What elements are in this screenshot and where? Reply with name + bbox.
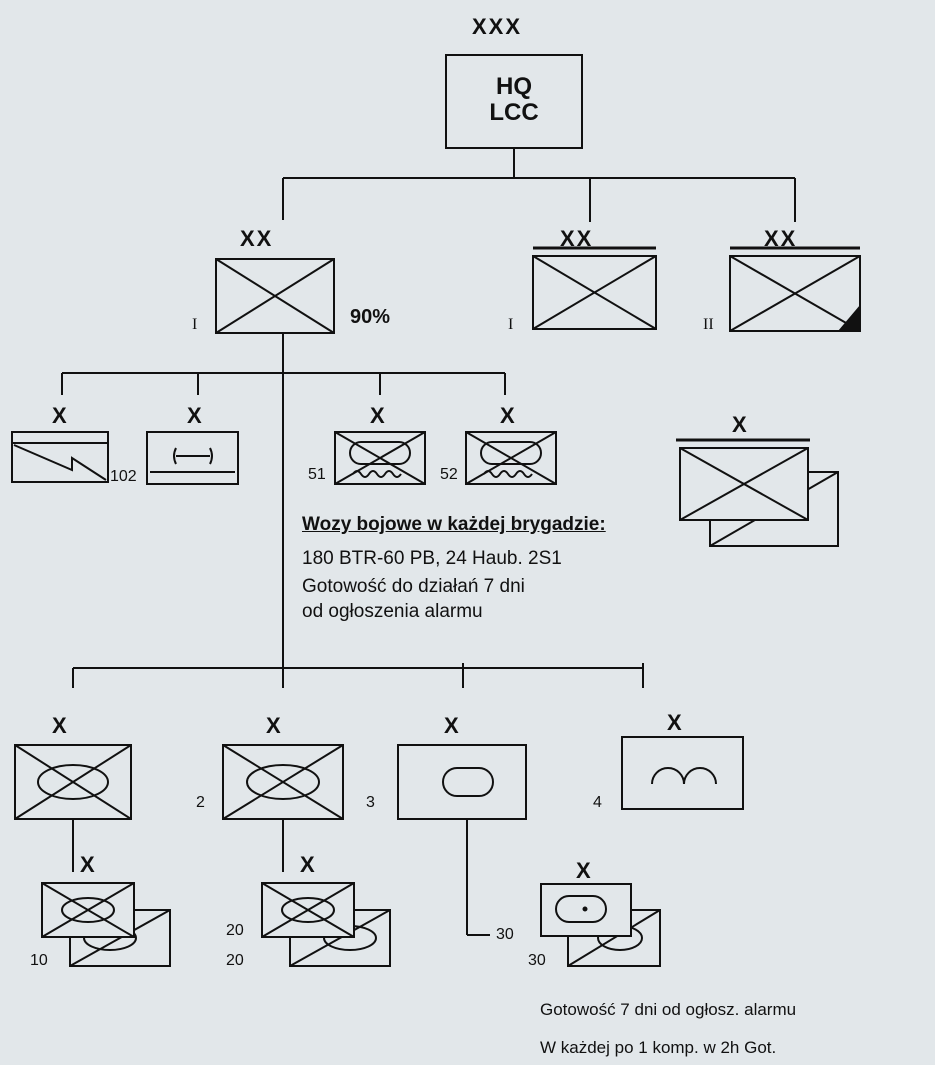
hq-line1: HQ (496, 73, 532, 100)
brigade-52-number: 52 (440, 466, 458, 483)
note-line2: Gotowość do działań 7 dni (302, 576, 525, 597)
division-3-roman: II (703, 316, 714, 333)
reserve-brigade-10-echelon: X (80, 852, 97, 877)
brigade-1-echelon: X (52, 713, 69, 738)
brigade-4-symbol (621, 736, 744, 810)
note-line3: od ogłoszenia alarmu (302, 601, 483, 622)
division-2-echelon: XX (560, 226, 594, 251)
signals-brigade-number: 102 (110, 468, 137, 485)
reserve-brigade-10-symbol (41, 882, 171, 967)
hq-symbol (445, 54, 583, 149)
brigade-3-link-number: 30 (496, 926, 514, 943)
reserve-brigade-20-echelon: X (300, 852, 317, 877)
reserve-brigade-stack-echelon: X (732, 412, 749, 437)
brigade-2-number: 2 (196, 794, 205, 811)
brigade-51-number: 51 (308, 466, 326, 483)
reserve-brigade-stack-symbol (676, 438, 839, 547)
division-1-roman: I (192, 316, 198, 333)
brigade-4-number: 4 (593, 794, 602, 811)
division-2-roman: I (508, 316, 514, 333)
division-1-strength: 90% (350, 306, 391, 328)
brigade-2-echelon: X (266, 713, 283, 738)
footer-line2: W każdej po 1 komp. w 2h Got. (540, 1038, 777, 1057)
connector-lines (61, 148, 796, 936)
division-1-symbol (215, 258, 335, 334)
reserve-brigade-20-number-b: 20 (226, 952, 244, 969)
brigade-52-echelon: X (500, 403, 517, 428)
reserve-brigade-10-number: 10 (30, 952, 48, 969)
brigade-51-echelon: X (370, 403, 387, 428)
division-3-echelon: XX (764, 226, 798, 251)
signals-brigade-symbol (11, 431, 109, 483)
maintenance-brigade-symbol (146, 431, 239, 485)
division-2-symbol (532, 246, 657, 330)
reserve-brigade-20-number: 20 (226, 922, 244, 939)
hq-line2: LCC (489, 99, 539, 126)
brigade-3-symbol (397, 744, 527, 820)
reserve-brigade-30-echelon: X (576, 858, 593, 883)
brigade-3-echelon: X (444, 713, 461, 738)
hq-echelon: XXX (472, 14, 523, 39)
division-3-symbol (729, 246, 861, 332)
division-1-echelon: XX (240, 226, 274, 251)
brigade-4-echelon: X (667, 710, 684, 735)
reserve-brigade-20-symbol (261, 882, 391, 967)
brigade-1-symbol (14, 744, 132, 820)
reserve-brigade-30-number: 30 (528, 952, 546, 969)
footer-line1: Gotowość 7 dni od ogłosz. alarmu (540, 1000, 797, 1019)
signals-brigade-echelon: X (52, 403, 69, 428)
note-title: Wozy bojowe w każdej brygadzie: (302, 514, 606, 535)
brigade-51-symbol (334, 431, 426, 485)
brigade-2-symbol (222, 744, 344, 820)
brigade-52-symbol (465, 431, 557, 485)
maintenance-brigade-echelon: X (187, 403, 204, 428)
brigade-3-number: 3 (366, 794, 375, 811)
note-line1: 180 BTR-60 PB, 24 Haub. 2S1 (302, 548, 562, 569)
reserve-brigade-30-symbol (540, 883, 661, 967)
